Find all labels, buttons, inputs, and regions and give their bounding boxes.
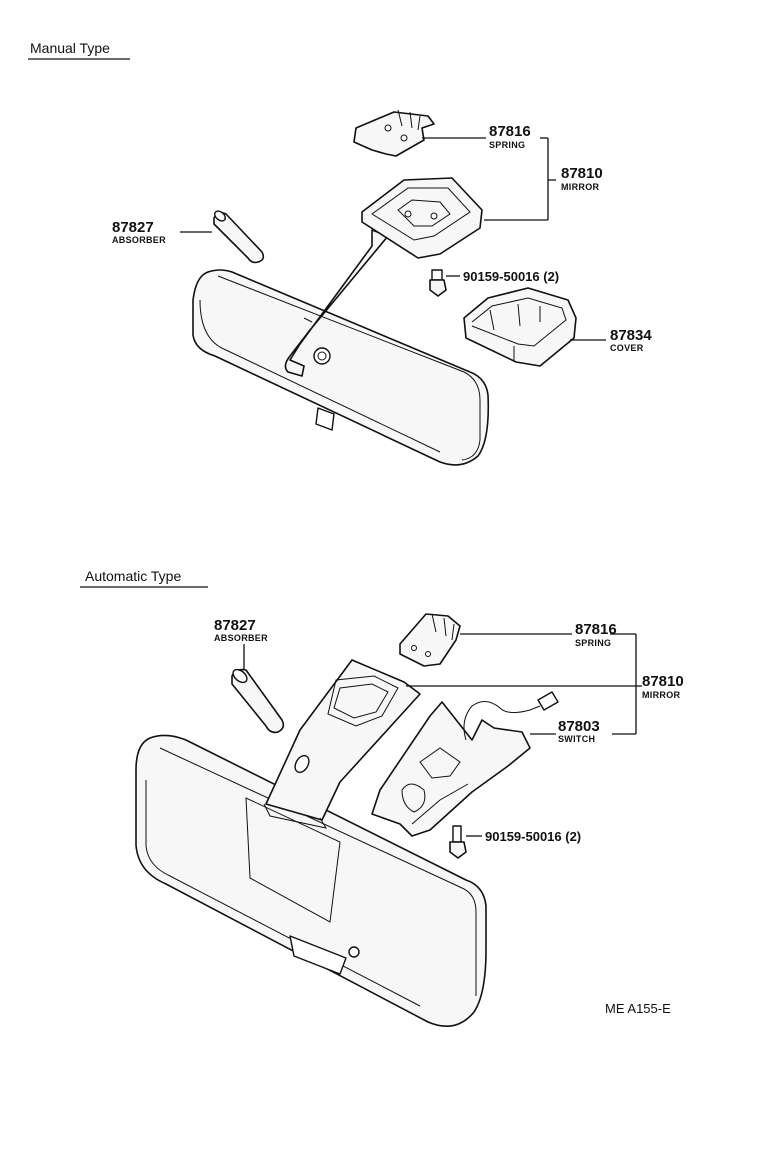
automatic-mirror-stem [263, 659, 421, 829]
automatic-absorber-label: 87827 ABSORBER [214, 617, 268, 643]
automatic-spring-label: 87816 SPRING [575, 621, 617, 648]
manual-mirror-name: MIRROR [561, 182, 599, 192]
manual-mirror-base [361, 177, 483, 259]
manual-spring-name: SPRING [489, 140, 525, 150]
automatic-absorber-number: 87827 [214, 617, 256, 634]
automatic-screw-part [449, 825, 467, 859]
manual-mirror-number: 87810 [561, 165, 603, 182]
manual-spring-label: 87816 SPRING [489, 123, 531, 150]
automatic-screw-label: 90159-50016 (2) [485, 829, 581, 844]
automatic-mirror-body [135, 734, 487, 1028]
automatic-switch-number: 87803 [558, 718, 600, 735]
automatic-mirror-name: MIRROR [642, 690, 680, 700]
automatic-absorber-part [231, 668, 285, 734]
automatic-spring-part [399, 613, 461, 667]
figure-code: ME A155-E [605, 1001, 671, 1016]
manual-leader-lines [180, 137, 606, 341]
manual-cover-label: 87834 COVER [610, 327, 652, 353]
automatic-leader-lines [243, 633, 642, 837]
automatic-mirror-number: 87810 [642, 673, 684, 690]
automatic-switch-housing [371, 701, 531, 837]
manual-cover-number: 87834 [610, 327, 652, 344]
automatic-switch-name: SWITCH [558, 734, 595, 744]
manual-section: Manual Type [28, 40, 652, 466]
manual-absorber-name: ABSORBER [112, 235, 166, 245]
manual-cover-part [463, 287, 577, 367]
automatic-type-title: Automatic Type [85, 568, 181, 584]
manual-absorber-label: 87827 ABSORBER [112, 219, 166, 245]
manual-mirror-body [192, 269, 490, 466]
manual-screw-part [429, 269, 447, 297]
automatic-section: Automatic Type [80, 568, 684, 1028]
manual-spring-part [353, 109, 435, 157]
manual-spring-number: 87816 [489, 123, 531, 140]
automatic-spring-name: SPRING [575, 638, 611, 648]
manual-absorber-part [213, 210, 265, 264]
manual-mirror-stay [284, 229, 389, 377]
automatic-switch-wire [463, 691, 559, 741]
automatic-absorber-name: ABSORBER [214, 633, 268, 643]
manual-cover-name: COVER [610, 343, 644, 353]
automatic-spring-number: 87816 [575, 621, 617, 638]
automatic-mirror-label: 87810 MIRROR [642, 673, 684, 700]
automatic-switch-label: 87803 SWITCH [558, 718, 600, 744]
manual-mirror-label: 87810 MIRROR [561, 165, 603, 192]
manual-absorber-number: 87827 [112, 219, 154, 236]
manual-type-title: Manual Type [30, 40, 110, 56]
manual-screw-label: 90159-50016 (2) [463, 269, 559, 284]
